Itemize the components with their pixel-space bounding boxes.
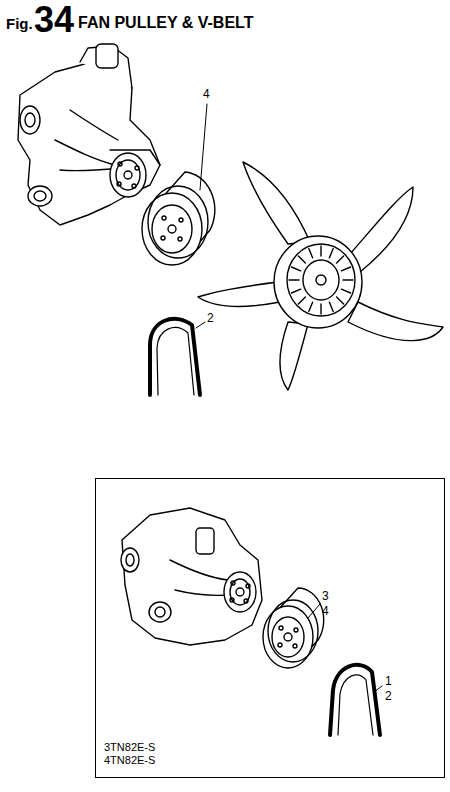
fan-pulley <box>263 588 324 668</box>
v-belt <box>150 319 200 395</box>
fan-slot <box>309 302 313 311</box>
fan-slot <box>329 302 333 311</box>
figure-prefix: Fig. <box>6 16 33 33</box>
fan-slot <box>341 289 350 293</box>
water-pump <box>18 44 160 225</box>
callout-number: 1 <box>385 675 392 688</box>
fan-slot <box>329 249 333 258</box>
leader-line <box>196 104 382 692</box>
fan-slot <box>291 289 300 293</box>
fan-pulley <box>142 172 215 265</box>
cooling-fan <box>198 162 443 390</box>
fan-slot <box>320 246 321 256</box>
fan-slot <box>320 304 321 314</box>
model-name: 3TN82E-S <box>104 741 155 755</box>
fan-slot <box>343 279 353 280</box>
callout-number: 4 <box>203 88 210 101</box>
callout-number: 2 <box>385 690 392 703</box>
model-name: 4TN82E-S <box>104 754 155 768</box>
model-box: 3TN82E-S4TN82E-S <box>95 478 445 778</box>
fan-slot <box>291 267 300 271</box>
figure-title: FAN PULLEY & V-BELT <box>78 14 253 32</box>
fan-slot <box>337 297 344 304</box>
callout-number: 4 <box>322 605 329 618</box>
fan-slot <box>341 267 350 271</box>
figure-number: 34 <box>34 0 74 40</box>
callout-number: 2 <box>207 312 214 325</box>
fan-slot <box>337 256 344 263</box>
fan-slot <box>298 256 305 263</box>
water-pump <box>121 508 262 645</box>
model-list: 3TN82E-S4TN82E-S <box>104 741 155 769</box>
fan-slot <box>298 297 305 304</box>
fan-slot <box>309 249 313 258</box>
v-belt <box>330 665 380 735</box>
callout-number: 3 <box>322 590 329 603</box>
fan-slot <box>289 279 299 280</box>
